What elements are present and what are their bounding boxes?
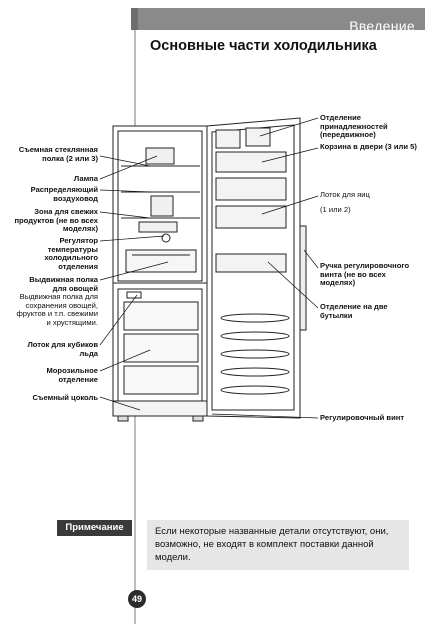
note-box: Если некоторые названные детали отсутств… (147, 520, 409, 570)
label-veg-drawer-desc: Выдвижная полка для сохранения овощей, ф… (16, 292, 98, 327)
note-text: Если некоторые названные детали отсутств… (155, 526, 389, 563)
page-title: Основные части холодильника (150, 38, 377, 54)
label-freezer: Морозильное отделение (46, 366, 98, 384)
label-bottle-compartment: Отделение на две бутылки (320, 302, 388, 320)
label-egg-tray-count: (1 или 2) (320, 205, 351, 214)
label-ice-tray: Лоток для кубиков льда (27, 340, 98, 358)
page-number: 49 (128, 590, 146, 608)
label-egg-tray: Лоток для яиц (320, 190, 370, 199)
label-lamp: Лампа (73, 174, 98, 183)
header-bar: Введение (138, 8, 425, 34)
label-glass-shelf: Съемная стеклянная полка (2 или 3) (18, 145, 98, 163)
label-door-basket: Корзина в двери (3 или 5) (320, 142, 417, 151)
label-accessory-compartment: Отделение принадлежностей (передвижное) (320, 113, 388, 140)
label-temp-regulator: Регулятор температуры холодильного отдел… (44, 236, 98, 271)
note-badge: Примечание (57, 520, 132, 536)
section-title: Введение (349, 18, 415, 34)
header-accent (131, 8, 138, 30)
label-fresh-zone: Зона для свежих продуктов (не во всех мо… (14, 207, 98, 234)
label-adjust-handle: Ручка регулировочного винта (не во всех … (320, 261, 410, 288)
label-adjust-screw: Регулировочный винт (320, 413, 405, 422)
label-plinth: Съемный цоколь (32, 393, 98, 402)
label-veg-drawer: Выдвижная полка для овощей (29, 275, 98, 293)
label-air-duct: Распределяющий воздуховод (30, 185, 98, 203)
